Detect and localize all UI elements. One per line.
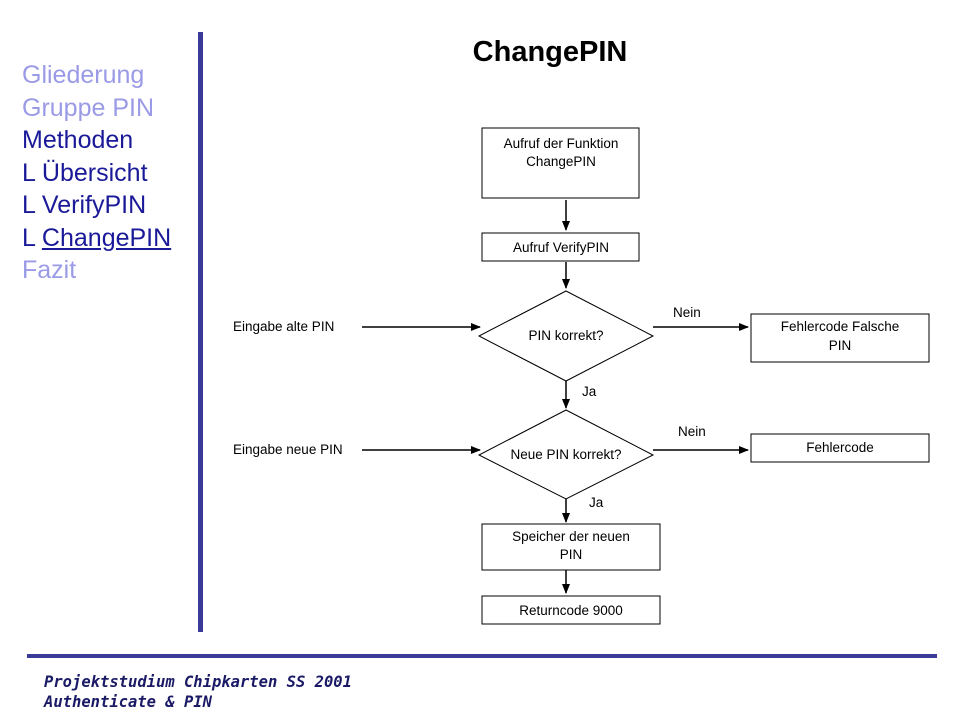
error1-box bbox=[750, 313, 930, 363]
nav-item-label: Übersicht bbox=[41, 158, 148, 187]
nav-item-label: ChangePIN bbox=[41, 223, 172, 252]
nav-item-methoden[interactable]: Methoden bbox=[22, 124, 171, 157]
verify-label: Aufruf VerifyPIN bbox=[513, 240, 609, 255]
no-label-1: Nein bbox=[673, 305, 701, 320]
nav-item-label: VerifyPIN bbox=[41, 191, 147, 219]
nav-item-prefix: L bbox=[22, 191, 42, 219]
no-label-2: Nein bbox=[678, 424, 706, 439]
error1-label-line2: PIN bbox=[829, 338, 852, 353]
nav-item-verifypin[interactable]: L VerifyPIN bbox=[22, 189, 171, 222]
nav-item-changepin[interactable]: L ChangePIN bbox=[22, 222, 171, 255]
start-label-line2: ChangePIN bbox=[526, 154, 596, 169]
nav-item-label: Methoden bbox=[22, 126, 134, 154]
start-box bbox=[481, 127, 640, 199]
input-old-pin-label: Eingabe alte PIN bbox=[233, 319, 334, 334]
store-label-line1: Speicher der neuen bbox=[512, 529, 630, 544]
return-label: Returncode 9000 bbox=[519, 603, 623, 618]
error2-label: Fehlercode bbox=[806, 440, 874, 455]
error2-box bbox=[750, 433, 930, 463]
yes-label-2: Ja bbox=[589, 495, 604, 510]
decision2-diamond bbox=[477, 409, 655, 500]
nav-item-übersicht[interactable]: L Übersicht bbox=[22, 157, 171, 190]
return-box bbox=[481, 595, 661, 625]
flow-arrows bbox=[362, 200, 749, 594]
page-title: ChangePIN bbox=[472, 36, 628, 68]
decision1-label: PIN korrekt? bbox=[528, 328, 603, 343]
footer-line-topic: Authenticate & PIN bbox=[44, 693, 212, 711]
yes-label-1: Ja bbox=[582, 384, 597, 399]
nav-item-prefix: L bbox=[22, 223, 42, 252]
footer-line-course: Projektstudium Chipkarten SS 2001 bbox=[44, 673, 352, 691]
nav-item-gruppe-pin[interactable]: Gruppe PIN bbox=[22, 92, 171, 125]
nav-item-label: Fazit bbox=[22, 256, 77, 284]
vertical-divider bbox=[198, 32, 203, 632]
store-label-line2: PIN bbox=[560, 547, 583, 562]
decision1-diamond bbox=[477, 290, 655, 382]
verify-box bbox=[481, 232, 640, 262]
footer-divider bbox=[27, 654, 937, 658]
nav-item-prefix: L bbox=[22, 158, 42, 187]
decision2-label: Neue PIN korrekt? bbox=[510, 447, 621, 462]
nav-item-gliederung[interactable]: Gliederung bbox=[22, 59, 171, 92]
nav-item-fazit[interactable]: Fazit bbox=[22, 254, 171, 287]
error1-label-line1: Fehlercode Falsche bbox=[781, 319, 900, 334]
nav-item-label: Gliederung bbox=[22, 61, 145, 89]
nav-item-label: Gruppe PIN bbox=[22, 93, 155, 122]
footer: Projektstudium Chipkarten SS 2001 Authen… bbox=[44, 672, 352, 712]
start-label-line1: Aufruf der Funktion bbox=[504, 136, 619, 151]
input-new-pin-label: Eingabe neue PIN bbox=[233, 442, 343, 457]
store-box bbox=[481, 523, 661, 571]
